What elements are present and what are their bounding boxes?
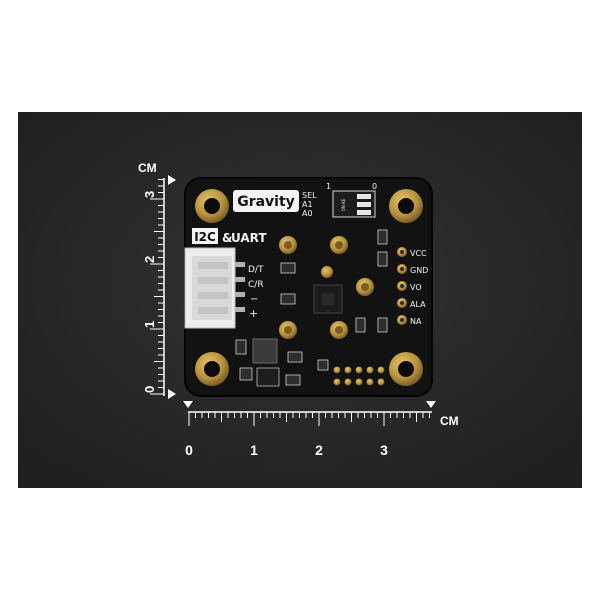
vertical-tick-1: 1 <box>142 321 157 328</box>
regulator <box>256 367 280 387</box>
pin-label-vo: VO <box>410 283 422 292</box>
dip-switch-slider-1 <box>357 194 371 199</box>
dip-switch-slider-2 <box>357 202 371 207</box>
interface-i2c: I2C <box>194 230 216 244</box>
mounting-hole-bottom-right <box>389 352 423 386</box>
vertical-tick-0: 0 <box>142 386 157 393</box>
inductor <box>252 338 278 364</box>
switch-label-a0: A0 <box>302 209 313 218</box>
horizontal-ruler-arrow-right <box>426 401 436 408</box>
horizontal-ruler-arrow-left <box>183 401 193 408</box>
dip-switch-text: ON KE <box>341 198 346 211</box>
sensor-pad-5 <box>330 321 348 339</box>
sensor-pad-1 <box>279 236 297 254</box>
brand-logo: Gravity <box>237 194 295 210</box>
interface-uart: UART <box>231 231 267 245</box>
horizontal-ruler-unit: CM <box>440 414 459 428</box>
vertical-ruler: CM 3 2 1 0 <box>138 161 176 399</box>
pin-header <box>397 247 407 325</box>
sensor-board: Gravity SEL A1 A0 1 0 ON KE I2C & UART <box>184 177 433 397</box>
connector-label-plus: + <box>249 307 258 320</box>
jst-connector <box>184 247 245 329</box>
sensor-pad-6 <box>321 266 333 278</box>
interface-amp: & <box>222 231 232 245</box>
vertical-ruler-unit: CM <box>138 161 157 175</box>
pin-label-vcc: VCC <box>410 249 427 258</box>
mounting-hole-bottom-left <box>195 352 229 386</box>
dip-switch-slider-3 <box>357 210 371 215</box>
switch-mark-zero: 0 <box>372 182 377 191</box>
vertical-tick-3: 3 <box>142 191 157 198</box>
horizontal-tick-3: 3 <box>380 442 388 458</box>
sensor-pad-4 <box>279 321 297 339</box>
vertical-ruler-arrow-bottom <box>168 389 176 399</box>
switch-label-a1: A1 <box>302 200 313 209</box>
connector-label-dt: D/T <box>248 265 264 275</box>
switch-mark-one: 1 <box>326 182 331 191</box>
switch-label-sel: SEL <box>302 191 317 200</box>
horizontal-tick-1: 1 <box>250 442 258 458</box>
bottom-pad-row <box>333 366 385 386</box>
horizontal-tick-0: 0 <box>185 442 193 458</box>
vertical-ruler-arrow-top <box>168 175 176 185</box>
smd-components <box>235 229 388 386</box>
mounting-hole-top-right <box>389 189 423 223</box>
sensor-pad-3 <box>356 278 374 296</box>
connector-label-minus: − <box>250 294 258 305</box>
pin-label-na: NA <box>410 317 422 326</box>
sensor-pad-2 <box>330 236 348 254</box>
pin-label-gnd: GND <box>410 266 428 275</box>
mounting-hole-top-left <box>195 189 229 223</box>
connector-label-cr: C/R <box>248 280 264 290</box>
pin-label-ala: ALA <box>410 300 426 309</box>
vertical-tick-2: 2 <box>142 256 157 263</box>
horizontal-ruler: CM 0 1 2 3 <box>183 401 459 458</box>
main-ic-pad <box>322 293 334 305</box>
horizontal-tick-2: 2 <box>315 442 323 458</box>
brand-badge <box>233 190 299 212</box>
i2c-badge <box>192 228 218 244</box>
